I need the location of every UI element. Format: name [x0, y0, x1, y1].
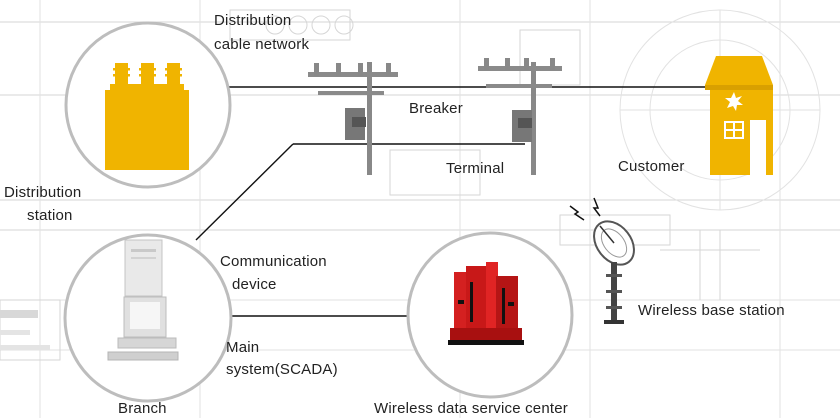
wireless-data-service-center-label: Wireless data service center — [374, 400, 569, 417]
transformer-icon — [105, 63, 189, 170]
satellite-dish-icon — [569, 197, 635, 324]
wireless-base-station-label: Wireless base station — [638, 302, 785, 319]
distribution-cable-network-label-line1: Distribution — [214, 12, 292, 29]
building-icon — [448, 262, 524, 345]
utility-pole-icon — [308, 62, 398, 175]
house-icon — [705, 56, 773, 175]
distribution-station-label-line2: station — [27, 207, 73, 224]
main-system-label-line1: Main — [226, 339, 260, 356]
distribution-cable-network-label-line2: cable network — [214, 36, 310, 53]
customer-label: Customer — [618, 158, 685, 175]
terminal-label: Terminal — [446, 160, 505, 177]
communication-device-label-line2: device — [232, 276, 277, 293]
utility-pole-icon — [478, 58, 562, 175]
communication-device-label-line1: Communication — [220, 253, 327, 270]
main-system-label-line2: system(SCADA) — [226, 361, 338, 378]
distribution-station-label-line1: Distribution — [4, 184, 82, 201]
breaker-label: Breaker — [409, 100, 463, 117]
computer-icon — [107, 239, 179, 361]
branch-label: Branch — [118, 400, 167, 417]
comm-link-diagonal — [195, 143, 294, 241]
